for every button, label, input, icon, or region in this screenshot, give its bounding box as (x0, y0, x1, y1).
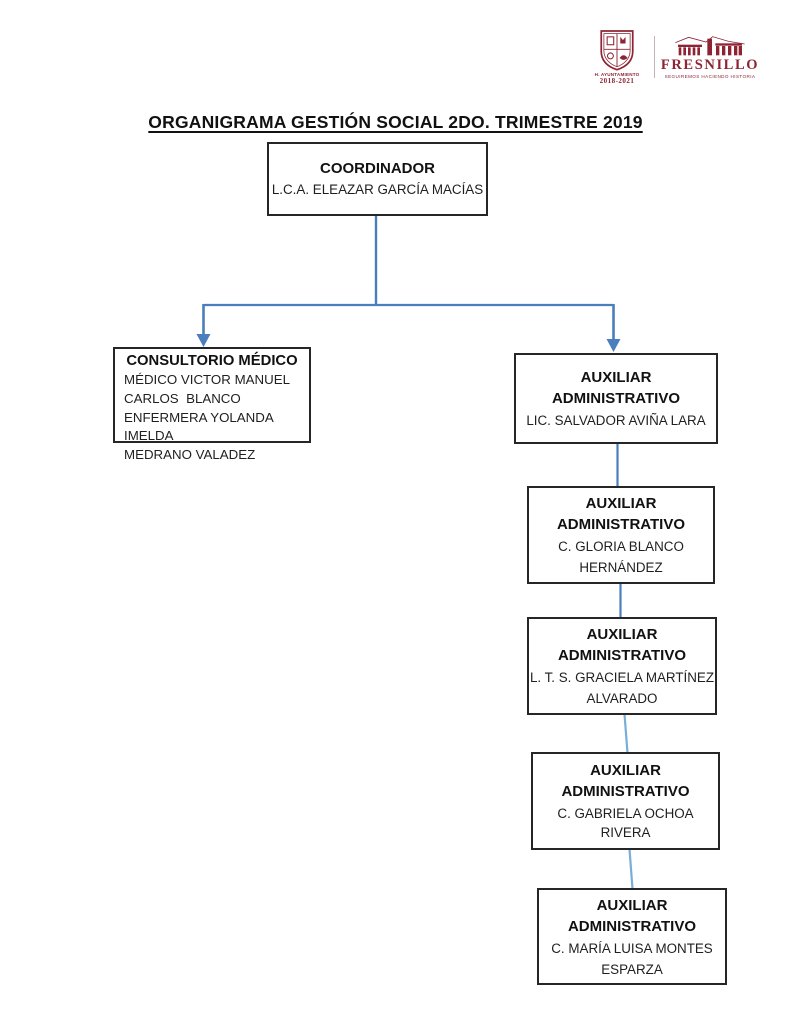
page-title: ORGANIGRAMA GESTIÓN SOCIAL 2DO. TRIMESTR… (148, 112, 643, 132)
org-box-title: AUXILIAR (585, 495, 657, 512)
org-box-title: COORDINADOR (320, 160, 435, 177)
left-arrowhead-icon (196, 334, 211, 347)
org-box-title: ADMINISTRATIVO (567, 917, 697, 935)
connector-aux3-aux4 (623, 713, 629, 754)
header-logos: H. AYUNTAMIENTO 2018-2021 FRESNIL (589, 28, 765, 86)
aqueduct-icon (675, 35, 745, 55)
right-arrowhead-icon (606, 339, 621, 352)
municipal-shield-logo: H. AYUNTAMIENTO 2018-2021 (589, 29, 645, 85)
org-box-person: ALVARADO (586, 691, 658, 706)
org-box-title: AUXILIAR (580, 369, 652, 386)
connector-aux4-aux5 (628, 848, 634, 890)
org-box-member: MÉDICO VICTOR MANUEL (124, 372, 290, 387)
shield-years: 2018-2021 (599, 77, 635, 85)
org-box-person: C. GABRIELA OCHOA RIVERA (557, 806, 698, 840)
org-box-member: ENFERMERA YOLANDA IMELDA (124, 409, 277, 444)
org-box-person: L. T. S. GRACIELA MARTÍNEZ (529, 670, 715, 685)
org-box-auxiliar-4: AUXILIAR ADMINISTRATIVO C. GABRIELA OCHO… (531, 752, 720, 850)
org-box-person: L.C.A. ELEAZAR GARCÍA MACÍAS (271, 182, 484, 197)
org-box-title: AUXILIAR (590, 762, 661, 779)
org-box-member: CARLOS BLANCO (124, 390, 241, 406)
org-box-title: ADMINISTRATIVO (551, 390, 681, 407)
org-box-coordinador: COORDINADOR L.C.A. ELEAZAR GARCÍA MACÍAS (267, 142, 488, 216)
org-box-auxiliar-5: AUXILIAR ADMINISTRATIVO C. MARÍA LUISA M… (537, 888, 727, 985)
fresnillo-logo: FRESNILLO SEGUIREMOS HACIENDO HISTORIA (660, 35, 760, 79)
brand-tagline: SEGUIREMOS HACIENDO HISTORIA (664, 73, 756, 79)
org-box-title: ADMINISTRATIVO (556, 516, 686, 533)
org-box-title: AUXILIAR (586, 626, 658, 643)
org-box-title: ADMINISTRATIVO (557, 647, 687, 664)
org-box-title: AUXILIAR (596, 896, 668, 914)
org-box-person: C. MARÍA LUISA MONTES (551, 940, 713, 956)
shield-icon (600, 30, 634, 71)
org-box-consultorio-medico: CONSULTORIO MÉDICO MÉDICO VICTOR MANUEL … (113, 347, 311, 462)
org-box-title: ADMINISTRATIVO (561, 783, 690, 800)
shield-caption: H. AYUNTAMIENTO (594, 72, 640, 77)
org-box-person: LIC. SALVADOR AVIÑA LARA (526, 413, 706, 428)
org-box-title: CONSULTORIO MÉDICO (126, 353, 298, 369)
org-box-person: ESPARZA (601, 961, 663, 977)
org-box-auxiliar-2: AUXILIAR ADMINISTRATIVO C. GLORIA BLANCO… (527, 486, 715, 584)
org-box-member: MEDRANO VALADEZ (124, 447, 256, 463)
org-box-auxiliar-1: AUXILIAR ADMINISTRATIVO LIC. SALVADOR AV… (514, 353, 718, 444)
logo-divider (654, 36, 655, 78)
org-box-auxiliar-3: AUXILIAR ADMINISTRATIVO L. T. S. GRACIEL… (527, 617, 717, 715)
org-box-person: HERNÁNDEZ (579, 560, 663, 575)
brand-name: FRESNILLO (660, 56, 760, 73)
org-box-person: C. GLORIA BLANCO (558, 539, 684, 554)
